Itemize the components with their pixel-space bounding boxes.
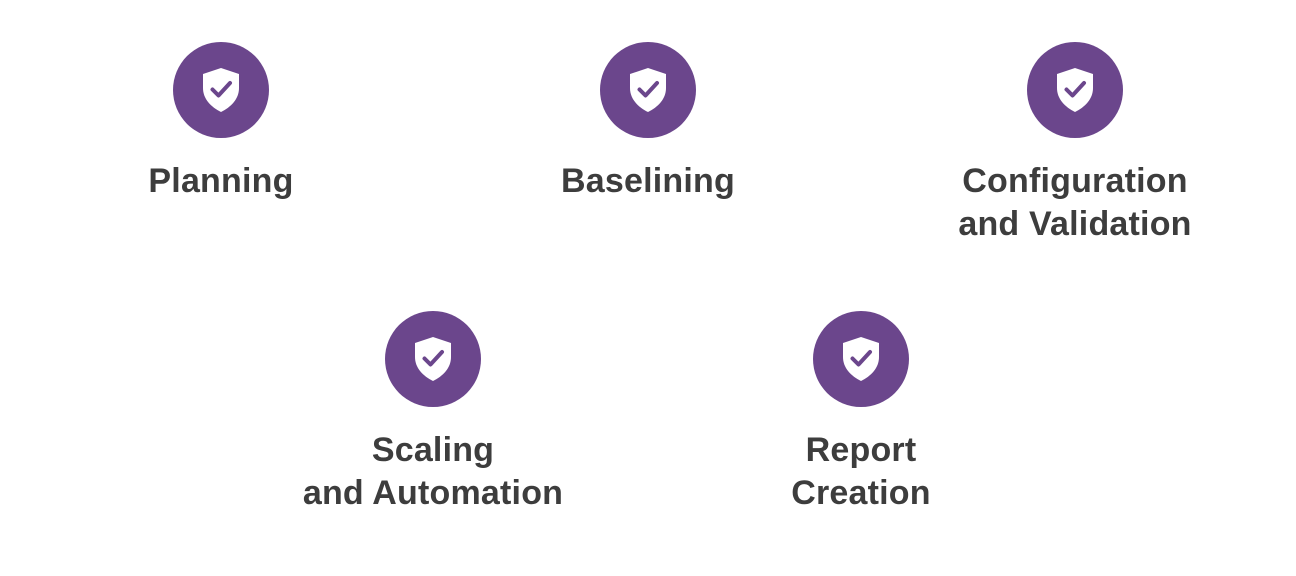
step-baselining: Baselining	[488, 42, 808, 203]
step-badge	[385, 311, 481, 407]
step-planning: Planning	[61, 42, 381, 203]
shield-check-icon	[843, 337, 879, 381]
step-label: Configuration and Validation	[958, 160, 1191, 246]
step-label-line: Report	[805, 431, 917, 469]
step-label: Report Creation	[791, 429, 931, 515]
step-label-line: Baselining	[561, 162, 735, 200]
step-report-creation: Report Creation	[701, 311, 1021, 515]
step-label-line: Planning	[148, 162, 294, 200]
step-label-line: and Validation	[958, 205, 1192, 243]
step-badge	[813, 311, 909, 407]
shield-check-icon	[630, 68, 666, 112]
shield-check-icon	[415, 337, 451, 381]
step-label: Scaling and Automation	[303, 429, 563, 515]
shield-check-icon	[203, 68, 239, 112]
step-scaling-and-automation: Scaling and Automation	[273, 311, 593, 515]
step-label-line: Creation	[791, 474, 931, 512]
step-badge	[1027, 42, 1123, 138]
shield-check-icon	[1057, 68, 1093, 112]
step-label: Baselining	[561, 160, 735, 203]
step-badge	[173, 42, 269, 138]
step-label-line: and Automation	[302, 474, 564, 512]
step-label: Planning	[148, 160, 293, 203]
step-configuration-and-validation: Configuration and Validation	[915, 42, 1235, 246]
step-badge	[600, 42, 696, 138]
step-label-line: Scaling	[371, 431, 495, 469]
step-label-line: Configuration	[962, 162, 1188, 200]
